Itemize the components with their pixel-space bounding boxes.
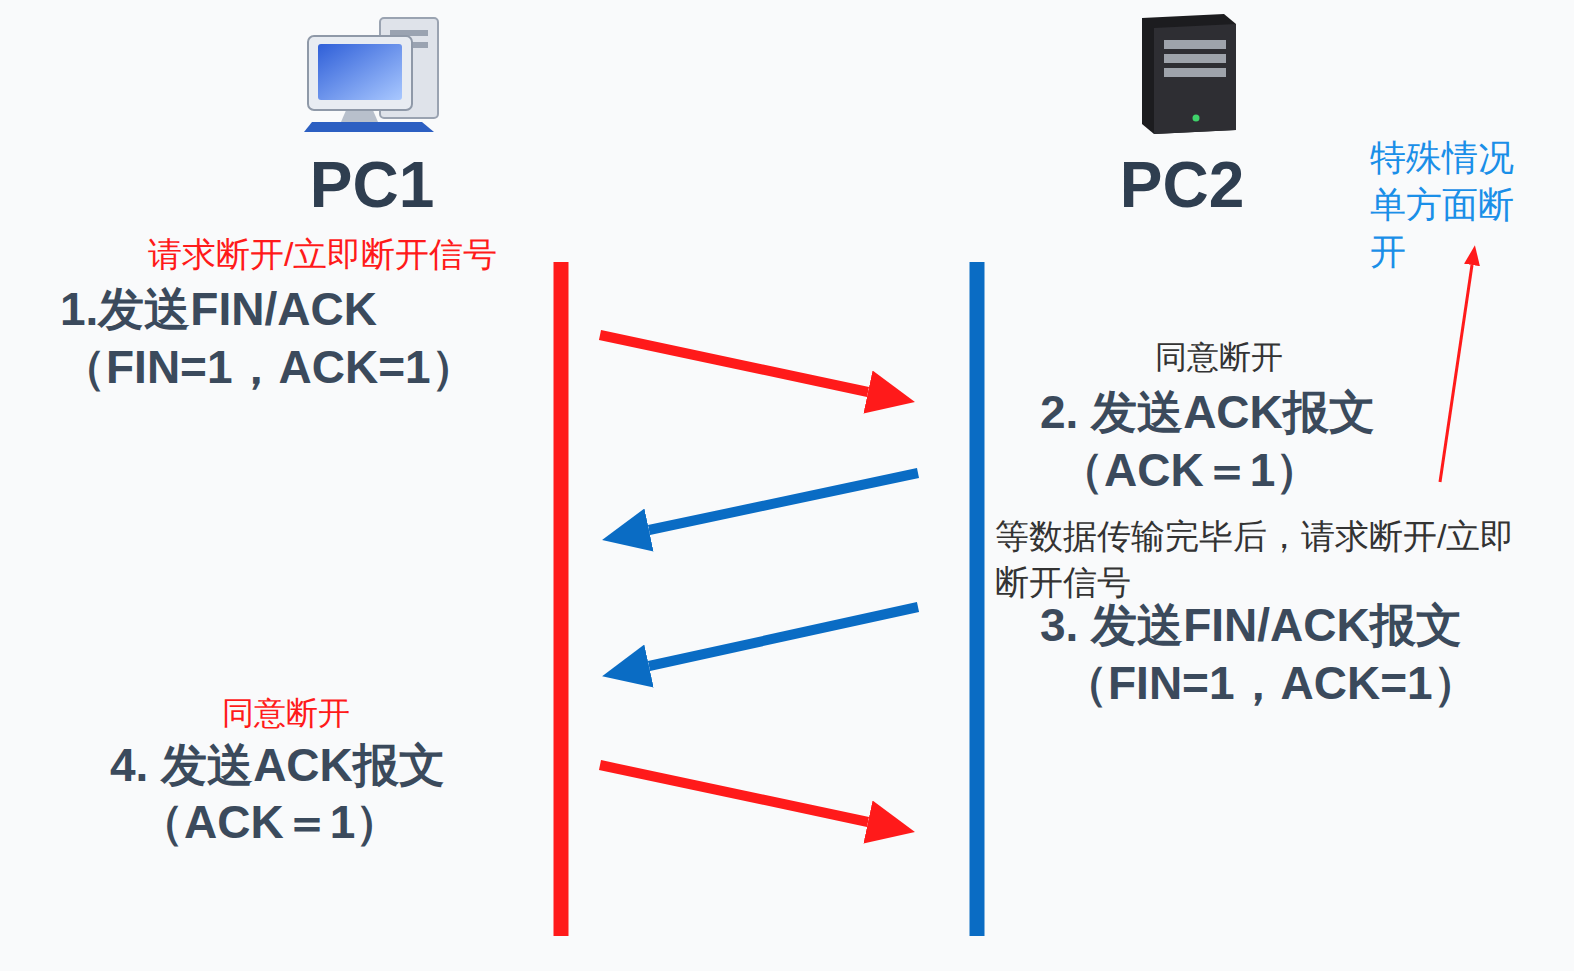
spacer [272, 135, 472, 150]
message-arrow [649, 607, 918, 666]
server-icon [1142, 14, 1236, 134]
message-label: （FIN=1，ACK=1） [1062, 656, 1479, 711]
message-arrow [600, 765, 868, 822]
pointer-arrow [1440, 265, 1472, 482]
message-arrow [600, 335, 868, 392]
annotation-note: 同意断开 [222, 694, 350, 732]
message-label: （ACK＝1） [1058, 443, 1321, 498]
annotation-note: 同意断开 [1155, 338, 1283, 376]
computer-node: PC2 [1082, 10, 1282, 220]
keyboard [304, 122, 434, 132]
message-label: （ACK＝1） [138, 795, 401, 850]
message-arrow [649, 473, 918, 530]
monitor-frame [308, 36, 412, 110]
drive-bay [1164, 40, 1226, 49]
computer-name: PC2 [1082, 150, 1282, 220]
annotation-note: 请求断开/立即断开信号 [148, 234, 497, 275]
lifeline [554, 262, 569, 936]
monitor-screen [318, 44, 402, 100]
computer-node: PC1 [272, 10, 472, 220]
server-front [1154, 24, 1236, 134]
annotation-note: 特殊情况单方面断开 [1370, 135, 1520, 275]
drive-bay [1164, 68, 1226, 77]
pc-icon [304, 18, 438, 132]
drive-bay [1164, 54, 1226, 63]
message-label: 3. 发送FIN/ACK报文 [1040, 598, 1462, 653]
computer-icon [1112, 10, 1252, 135]
lifeline [970, 262, 985, 936]
power-led [1193, 115, 1200, 122]
annotation-note: 等数据传输完毕后，请求断开/立即断开信号 [995, 514, 1540, 606]
server-case [1142, 14, 1236, 134]
message-label: 2. 发送ACK报文 [1040, 385, 1375, 440]
computer-name: PC1 [272, 150, 472, 220]
message-label: （FIN=1，ACK=1） [60, 340, 477, 395]
spacer [1082, 135, 1282, 150]
computer-icon [302, 10, 442, 135]
message-label: 1.发送FIN/ACK [60, 282, 377, 337]
message-label: 4. 发送ACK报文 [110, 738, 445, 793]
